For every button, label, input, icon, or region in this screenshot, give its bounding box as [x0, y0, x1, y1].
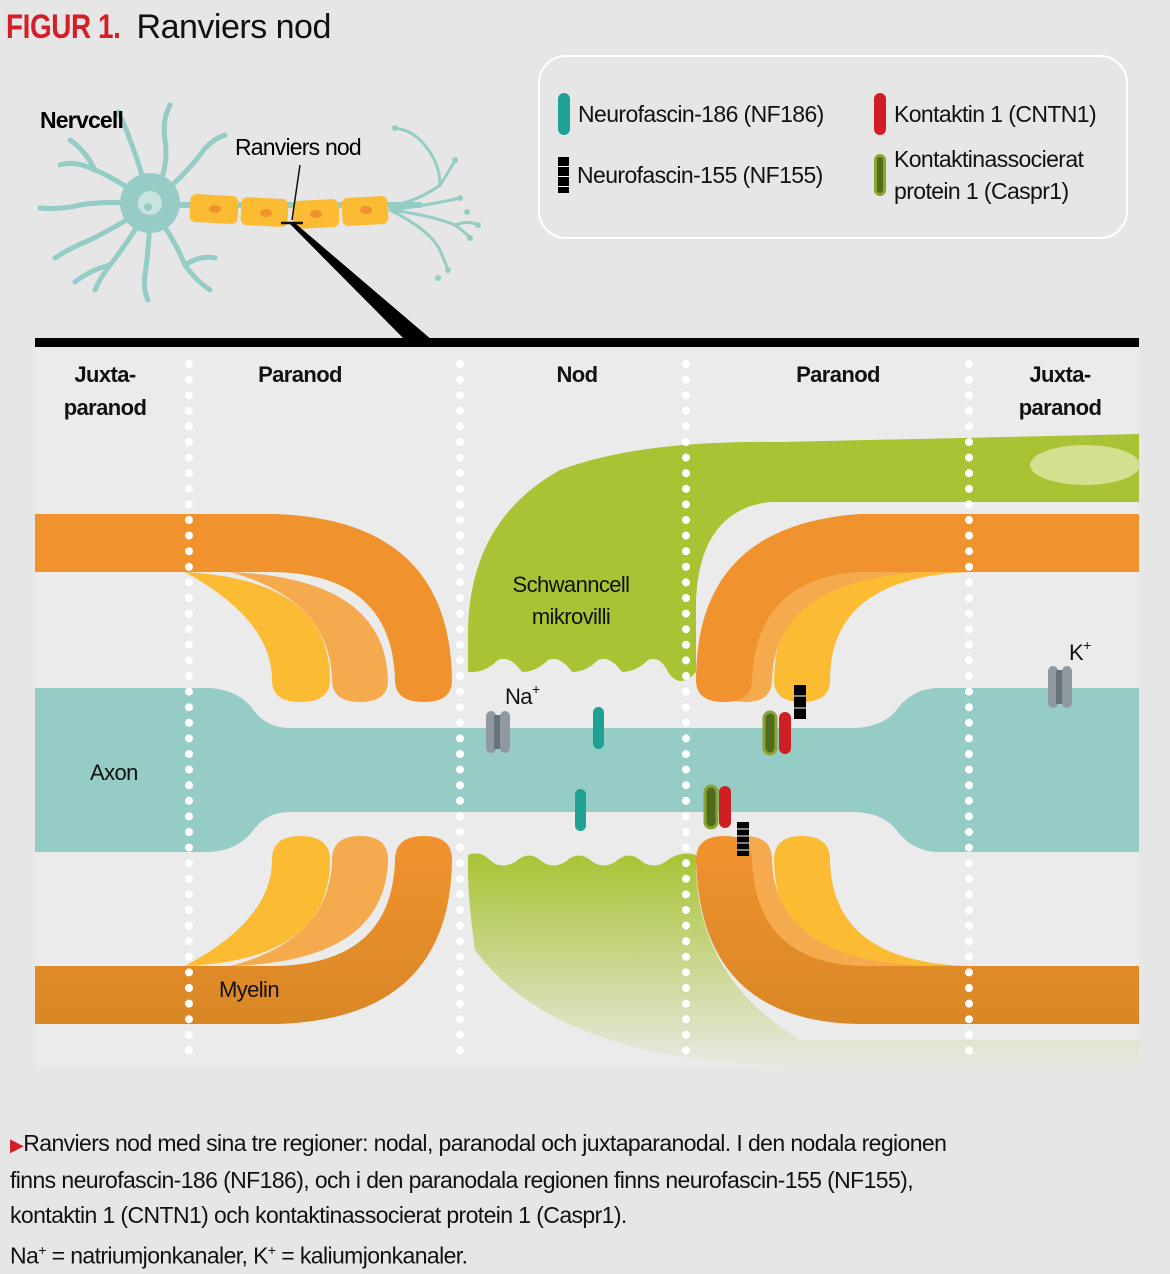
figure-caption: ▶Ranviers nod med sina tre regioner: nod… [10, 1130, 947, 1269]
legend-item-cntn1: Kontaktin 1 (CNTN1) [874, 93, 1097, 135]
myelin-right-bottom [696, 836, 1139, 1024]
nf186-marker [593, 707, 604, 749]
myelin-label: Myelin [219, 977, 279, 1002]
myelin-right-top [696, 514, 1139, 702]
node-diagram: Juxta- paranod Paranod Nod Paranod Juxta… [35, 338, 1140, 1066]
myelin-left-top [35, 514, 452, 702]
figure-name: Ranviers nod [136, 8, 332, 46]
myelin-segments [189, 194, 389, 229]
legend-item-nf155: Neurofascin-155 (NF155) [558, 157, 823, 193]
schwann-nucleus [1030, 445, 1140, 485]
schwann-cell-bottom [468, 853, 1139, 1066]
legend-label: Neurofascin-155 (NF155) [577, 162, 823, 188]
legend-item-nf186: Neurofascin-186 (NF186) [558, 93, 824, 135]
green-outlined-bar-icon [874, 154, 886, 196]
na-channel-icon [486, 711, 510, 753]
node-pointer [291, 164, 301, 221]
axon [35, 688, 1139, 852]
zoom-wedge [290, 224, 432, 340]
schwann-label-2: mikrovilli [532, 604, 610, 629]
neuron-overview: Nervcell Ranviers nod [37, 102, 481, 340]
teal-bar-icon [558, 93, 570, 135]
region-juxtaparanod-left: Juxta- [74, 362, 135, 387]
na-label: Na+ [505, 681, 540, 709]
caption-arrow-icon: ▶ [10, 1135, 24, 1155]
schwann-label: Schwanncell [513, 572, 630, 597]
myelin-left-bottom [35, 836, 452, 1024]
region-paranod-left: Paranod [258, 362, 342, 387]
red-bar-icon [874, 93, 886, 135]
region-nod: Nod [557, 362, 598, 387]
axon-terminals [388, 126, 480, 272]
caspr1-marker [762, 710, 778, 756]
region-juxtaparanod-left-2: paranod [64, 395, 147, 420]
legend-label: Neurofascin-186 (NF186) [578, 101, 824, 127]
legend: Neurofascin-186 (NF186) Neurofascin-155 … [538, 55, 1128, 239]
caspr1-marker [703, 784, 719, 830]
cntn1-marker [719, 786, 731, 828]
figure-title: FIGUR 1. Ranviers nod [6, 8, 331, 47]
figure-label: FIGUR 1. [6, 8, 121, 46]
k-label: K+ [1069, 637, 1091, 665]
nervcell-label: Nervcell [40, 107, 123, 133]
region-paranod-right: Paranod [796, 362, 880, 387]
nf155-marker [794, 685, 806, 719]
panel-top-bar [35, 338, 1139, 347]
region-juxtaparanod-right: Juxta- [1029, 362, 1090, 387]
ranviers-nod-label: Ranviers nod [235, 134, 361, 160]
k-channel-icon [1048, 666, 1072, 708]
axon-label: Axon [90, 760, 138, 785]
region-juxtaparanod-right-2: paranod [1019, 395, 1102, 420]
legend-label: Kontaktin 1 (CNTN1) [894, 101, 1097, 127]
nf186-marker [575, 789, 586, 831]
nf155-marker [737, 822, 749, 856]
cntn1-marker [779, 712, 791, 754]
schwann-cell-top [468, 434, 1139, 681]
black-segmented-bar-icon [558, 157, 569, 193]
